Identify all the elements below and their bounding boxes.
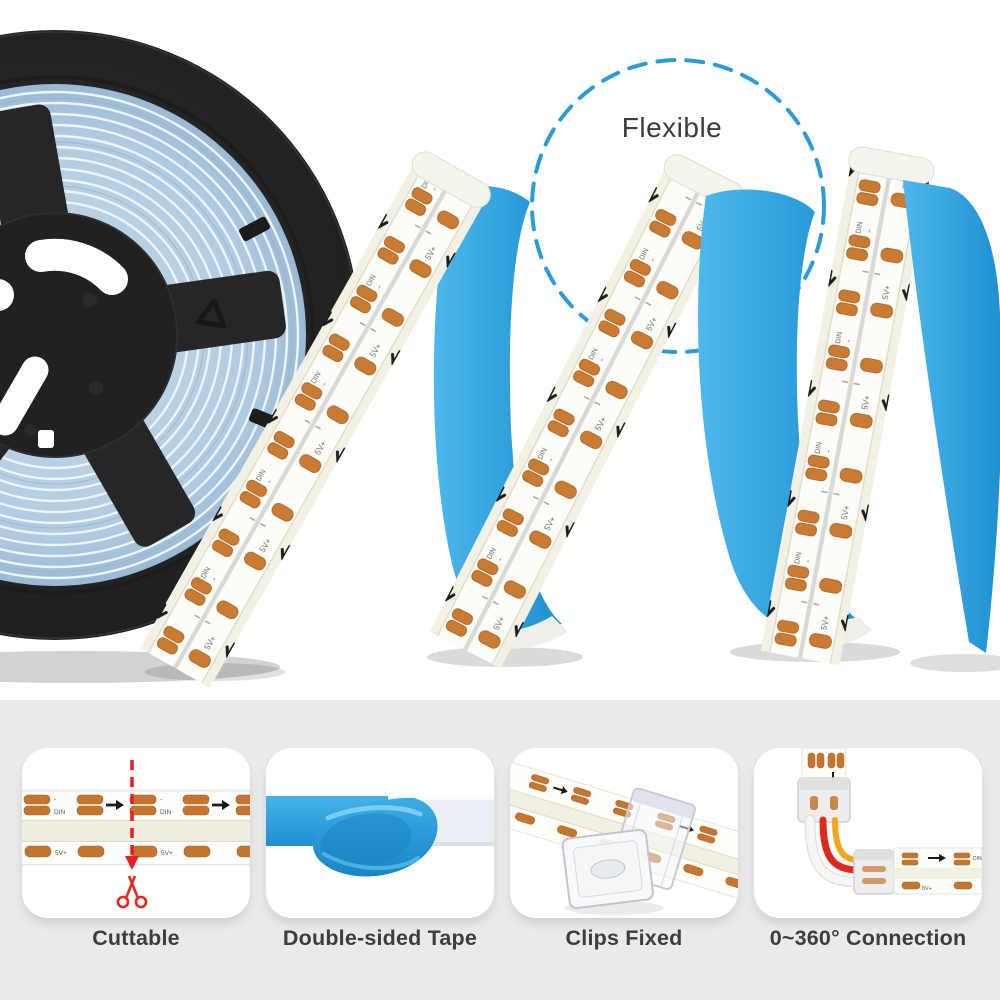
hub-radial-slot xyxy=(0,356,49,436)
strip-front-face-3 xyxy=(760,146,935,666)
svg-text:5V+: 5V+ xyxy=(55,850,67,857)
svg-text:-: - xyxy=(160,796,162,803)
recycle-icon xyxy=(195,298,227,329)
feature-card-clips xyxy=(510,748,738,918)
features-section: - DIN - DIN 5V+ 5V+ xyxy=(0,700,1000,1000)
dashed-circle xyxy=(530,58,826,354)
svg-text:5V+: 5V+ xyxy=(161,850,173,857)
horizontal-strip-segment: 5V+ DIN xyxy=(893,847,982,895)
strip-back-ribbon-1 xyxy=(433,186,562,632)
flexible-callout: Flexible xyxy=(530,58,826,354)
mounting-clip-front xyxy=(561,828,655,910)
direction-arrow-icon xyxy=(106,800,230,810)
strip-fold-cap xyxy=(848,146,935,185)
white-wire xyxy=(806,816,862,886)
strip-front-face-1 xyxy=(140,151,491,688)
direction-arrow-icon xyxy=(928,854,946,862)
feature-card-tape xyxy=(266,748,494,918)
clips-illustration xyxy=(510,752,738,915)
strip-fold-cap xyxy=(411,151,491,209)
svg-text:DIN: DIN xyxy=(160,809,172,816)
cuttable-illustration: - DIN - DIN 5V+ 5V+ xyxy=(22,760,250,909)
feature-label-clips: Clips Fixed xyxy=(565,926,683,950)
hub-notch-hole xyxy=(38,430,54,448)
led-strip-reel-scene: 5V+ DIN - xyxy=(0,30,1000,688)
cut-arrow-icon xyxy=(125,856,139,870)
clip-screw-slot xyxy=(590,859,626,879)
reel xyxy=(0,30,360,640)
strip-back-ribbon-3 xyxy=(903,180,1000,653)
connection-wires xyxy=(804,814,864,888)
tape-illustration xyxy=(266,796,494,877)
hub-arc-slot xyxy=(25,238,128,295)
feature-label-cuttable: Cuttable xyxy=(92,926,180,950)
feature-label-tape: Double-sided Tape xyxy=(282,926,478,950)
feature-card-connection: 5V+ DIN xyxy=(754,748,982,918)
feature-card-cuttable: - DIN - DIN 5V+ 5V+ xyxy=(22,748,250,918)
copper-pads xyxy=(23,794,250,858)
connection-illustration: 5V+ DIN xyxy=(797,748,982,895)
red-wire xyxy=(819,816,862,874)
svg-text:5V+: 5V+ xyxy=(922,886,932,892)
reel-hub xyxy=(0,212,178,458)
clamp-connector-top xyxy=(797,777,851,823)
strip-back-ribbon-2 xyxy=(698,189,855,630)
svg-text:DIN: DIN xyxy=(54,809,66,816)
svg-text:-: - xyxy=(54,796,56,803)
hub-round-hole xyxy=(0,279,14,311)
flexible-label: Flexible xyxy=(622,112,722,143)
clamp-connector-right xyxy=(853,849,895,895)
svg-text:DIN: DIN xyxy=(973,856,982,862)
diagonal-strip xyxy=(510,752,738,909)
scissors-icon xyxy=(116,875,148,909)
feature-label-connection: 0~360° Connection xyxy=(769,926,967,950)
